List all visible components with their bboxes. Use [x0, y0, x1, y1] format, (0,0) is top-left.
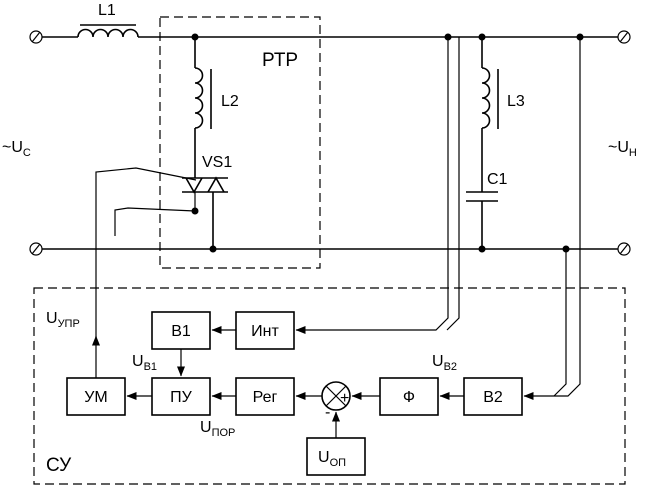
- gate-leads: [95, 167, 197, 345]
- reactor-group-frame: [159, 16, 321, 269]
- terminal-bottom-right: [617, 242, 631, 256]
- svg-text:B2: B2: [483, 389, 503, 406]
- svg-text:Ф: Ф: [403, 389, 415, 406]
- terminal-top-left: [29, 30, 43, 44]
- label-load-voltage: ~UH: [608, 139, 637, 159]
- capacitor-c1: [466, 191, 498, 249]
- inductor-l2: [194, 37, 212, 170]
- block-b2: B2: [463, 377, 523, 416]
- svg-text:Инт: Инт: [251, 323, 279, 340]
- signal-wiring: [92, 37, 581, 438]
- label-threshold-voltage: UПОР: [200, 419, 235, 439]
- label-control-system: СУ: [46, 455, 72, 476]
- label-l3: L3: [507, 93, 525, 110]
- svg-text:B1: B1: [171, 323, 191, 340]
- label-b1-voltage: UB1: [132, 353, 157, 373]
- block-b1: B1: [151, 311, 211, 350]
- svg-text:UОП: UОП: [318, 449, 346, 469]
- label-reactor-group: РТР: [262, 50, 298, 71]
- inductor-l3: [481, 37, 499, 192]
- label-l1: L1: [98, 2, 116, 19]
- block-filter: Ф: [379, 377, 439, 416]
- block-trigger: ПУ: [151, 377, 211, 416]
- label-l2: L2: [221, 93, 239, 110]
- label-source-voltage: ~UC: [2, 139, 31, 159]
- summator-minus: -: [325, 404, 330, 421]
- summator-plus: +: [340, 390, 349, 407]
- svg-text:ПУ: ПУ: [170, 389, 193, 406]
- svg-text:Рег: Рег: [253, 389, 278, 406]
- terminal-top-right: [617, 30, 631, 44]
- label-b2-voltage: UB2: [432, 353, 457, 373]
- block-regulator: Рег: [235, 377, 295, 416]
- label-control-voltage: UУПР: [46, 310, 80, 330]
- label-vs1: VS1: [202, 154, 232, 171]
- block-amplifier: УМ: [66, 377, 126, 416]
- label-c1: C1: [487, 171, 508, 188]
- block-reference: UОП: [306, 437, 366, 476]
- power-wiring: [42, 36, 618, 250]
- terminal-bottom-left: [29, 242, 43, 256]
- svg-text:УМ: УМ: [84, 389, 108, 406]
- inductor-l1: [77, 24, 139, 38]
- thyristor-vs1: [182, 170, 228, 249]
- junction-dots: [191, 33, 584, 253]
- control-system-frame: [33, 287, 626, 485]
- summator: [321, 381, 351, 411]
- block-integrator: Инт: [235, 311, 295, 350]
